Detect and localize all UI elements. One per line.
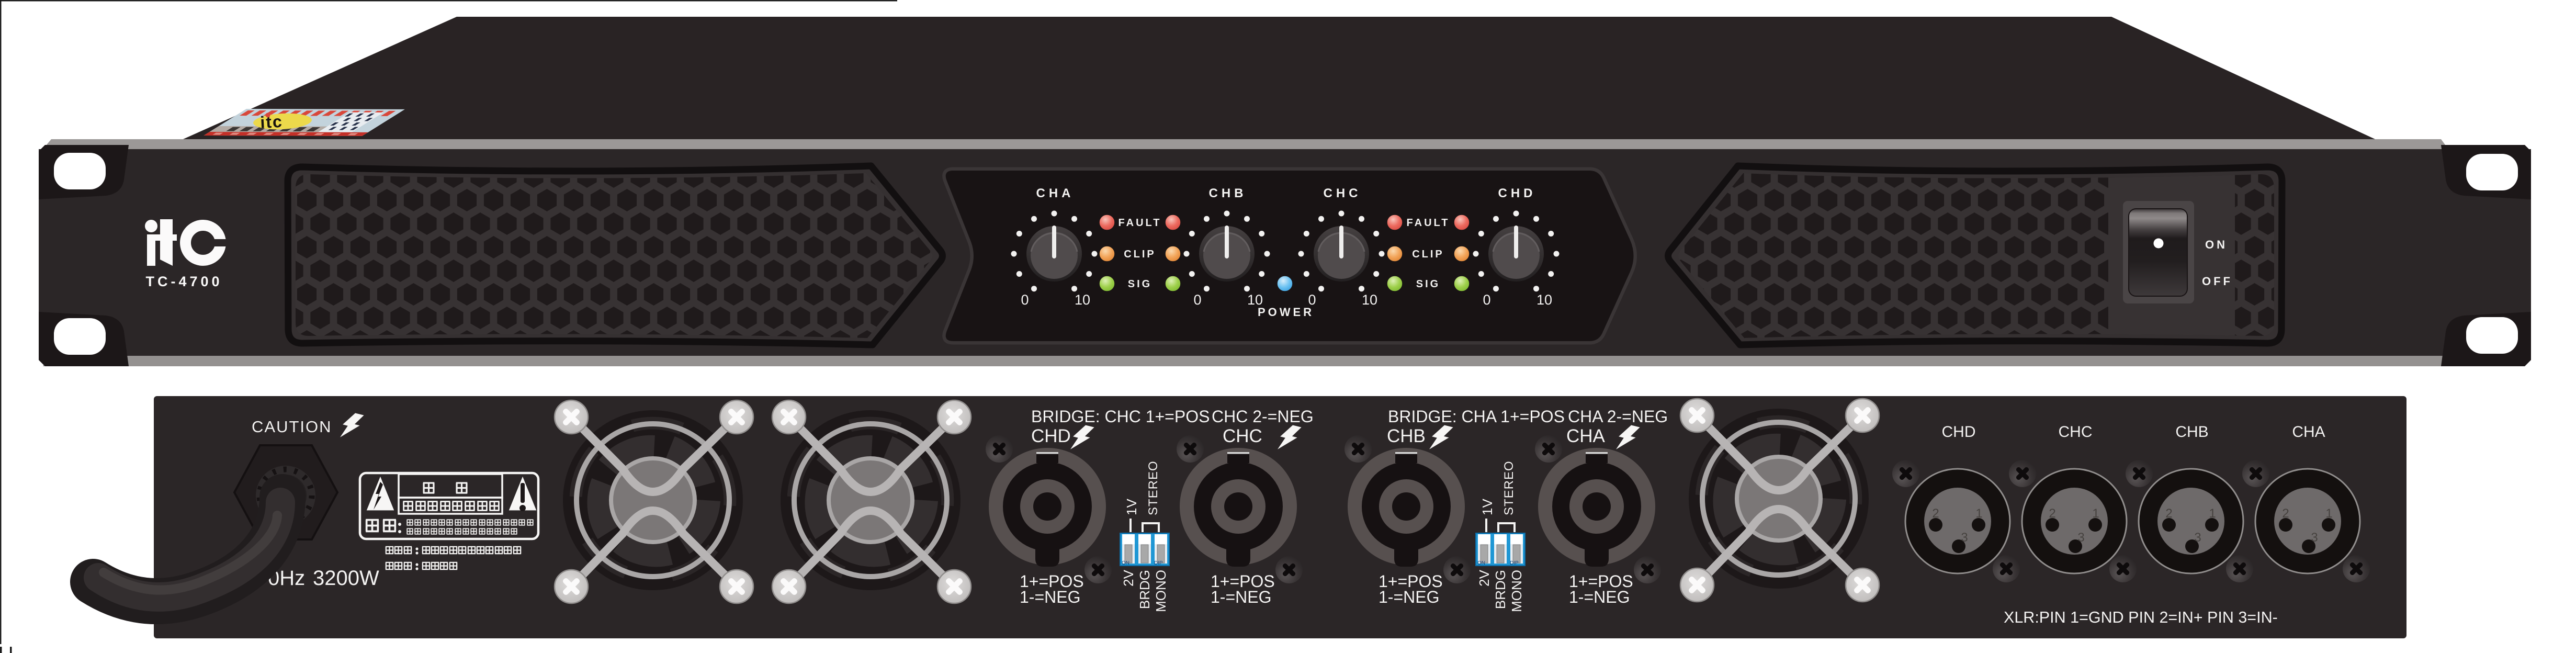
svg-text:CHC: CHC [2059,423,2093,441]
svg-text:CHA: CHA [2292,423,2325,441]
svg-text:FAULT: FAULT [1118,217,1162,229]
svg-text:XLR:PIN 1=GND PIN 2=IN+ PIN 3=: XLR:PIN 1=GND PIN 2=IN+ PIN 3=IN- [2004,609,2278,626]
svg-text:ON: ON [2205,238,2228,251]
svg-text:CLIP: CLIP [1124,249,1156,260]
svg-text:1+=POS: 1+=POS [1569,572,1633,591]
svg-text:0: 0 [1483,292,1490,308]
svg-text:CHA: CHA [1036,186,1075,200]
svg-text:OFF: OFF [2202,275,2233,288]
svg-text:CHB: CHB [1209,186,1247,200]
svg-text:0: 0 [1308,292,1316,308]
svg-text:CHC 2-=NEG: CHC 2-=NEG [1212,407,1314,426]
svg-text:CHD: CHD [1031,426,1071,446]
svg-text:FAULT: FAULT [1407,217,1450,229]
svg-text:1-=NEG: 1-=NEG [1020,588,1080,606]
svg-text:BRIDGE: CHA 1+=POS: BRIDGE: CHA 1+=POS [1388,407,1565,426]
svg-text:0: 0 [1193,292,1201,308]
svg-text:10: 10 [1362,292,1377,308]
svg-text:SIG: SIG [1416,278,1440,290]
svg-text:1+=POS: 1+=POS [1379,572,1443,591]
svg-text:0: 0 [1021,292,1029,308]
svg-text:1+=POS: 1+=POS [1020,572,1084,591]
svg-text:CHC: CHC [1223,426,1262,446]
svg-text:1-=NEG: 1-=NEG [1569,588,1630,606]
svg-text:CHC: CHC [1324,186,1362,200]
svg-text:CHB: CHB [2175,423,2208,441]
svg-text:CHB: CHB [1387,426,1426,446]
svg-text:CHA: CHA [1566,426,1606,446]
svg-text:POWER: POWER [1258,306,1314,319]
svg-text:1-=NEG: 1-=NEG [1211,588,1271,606]
svg-text:10: 10 [1075,292,1090,308]
svg-text:CAUTION: CAUTION [252,418,332,436]
svg-text:CHD: CHD [1498,186,1536,200]
svg-text:10: 10 [1536,292,1552,308]
svg-text:3200W: 3200W [313,567,379,590]
svg-text:itc: itc [259,112,283,132]
svg-text:TC-4700: TC-4700 [145,274,222,289]
svg-text:SIG: SIG [1128,278,1152,290]
svg-text:CLIP: CLIP [1412,249,1444,260]
svg-text:CHA 2-=NEG: CHA 2-=NEG [1568,407,1668,426]
svg-text:1+=POS: 1+=POS [1211,572,1275,591]
svg-text:10: 10 [1247,292,1263,308]
svg-text:CHD: CHD [1942,423,1976,441]
svg-text:BRIDGE: CHC 1+=POS: BRIDGE: CHC 1+=POS [1031,407,1210,426]
svg-text:1-=NEG: 1-=NEG [1379,588,1439,606]
